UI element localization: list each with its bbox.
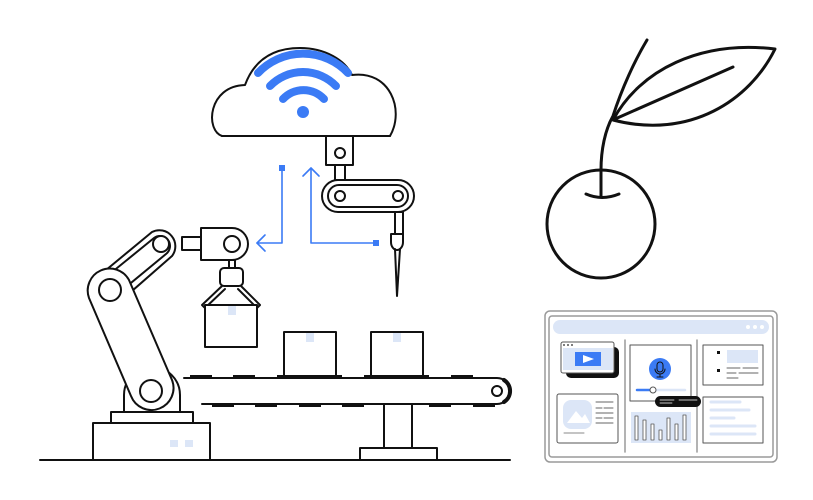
ceiling-robot-icon	[321, 135, 415, 297]
data-flow-arrows	[256, 165, 379, 252]
play-icon	[583, 355, 594, 363]
dashboard-top-bar	[553, 320, 769, 334]
dashboard-icon	[544, 310, 778, 463]
robot-arm-icon	[86, 227, 261, 461]
tooltip-pill	[655, 396, 701, 407]
wifi-icon	[254, 49, 352, 118]
cherry-icon	[545, 38, 777, 280]
microphone-icon	[654, 361, 666, 378]
conveyor-belt-icon	[39, 331, 512, 461]
